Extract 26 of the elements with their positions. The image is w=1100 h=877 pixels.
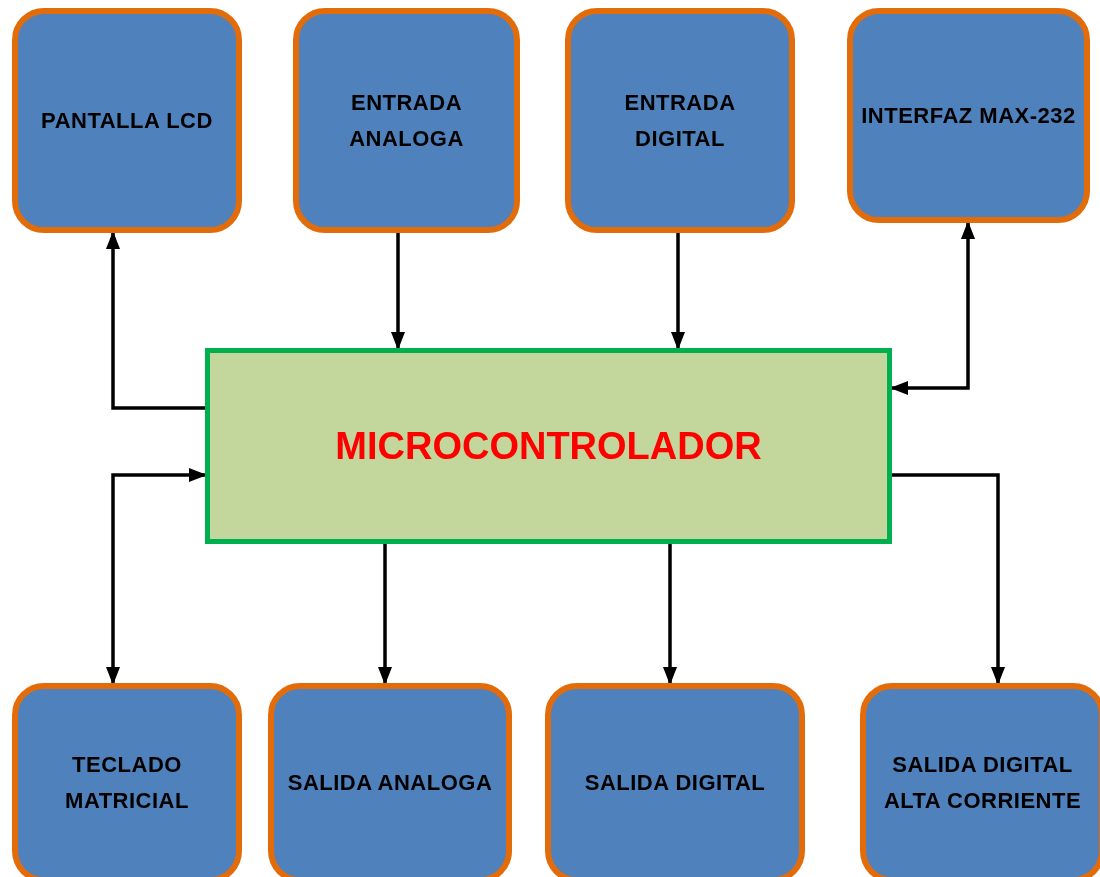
module-box <box>12 8 242 233</box>
module-box <box>268 683 512 877</box>
module-box <box>12 683 242 877</box>
module-box <box>565 8 795 233</box>
arrow <box>106 231 205 410</box>
box-label: MICROCONTROLADOR <box>335 428 762 464</box>
arrow <box>671 233 685 350</box>
box-label: ENTRADA DIGITAL <box>623 88 737 153</box>
arrow <box>391 233 405 350</box>
microcontroller-box <box>205 348 892 544</box>
box-label: INTERFAZ MAX-232 <box>861 101 1076 130</box>
box-label: PANTALLA LCD <box>41 106 213 135</box>
module-box <box>860 683 1100 877</box>
box-label: SALIDA DIGITAL ALTA CORRIENTE <box>882 751 1083 815</box>
arrow <box>106 468 207 685</box>
arrow <box>892 473 1005 685</box>
box-label: SALIDA DIGITAL <box>584 769 766 797</box>
box-label: SALIDA ANALOGA <box>287 769 493 797</box>
box-label: ENTRADA ANALOGA <box>348 88 465 153</box>
module-box <box>847 8 1090 223</box>
arrow <box>378 544 392 685</box>
module-box <box>545 683 805 877</box>
arrow <box>890 221 975 395</box>
arrow <box>663 544 677 685</box>
module-box <box>293 8 520 233</box>
box-label: TECLADO MATRICIAL <box>64 751 190 815</box>
